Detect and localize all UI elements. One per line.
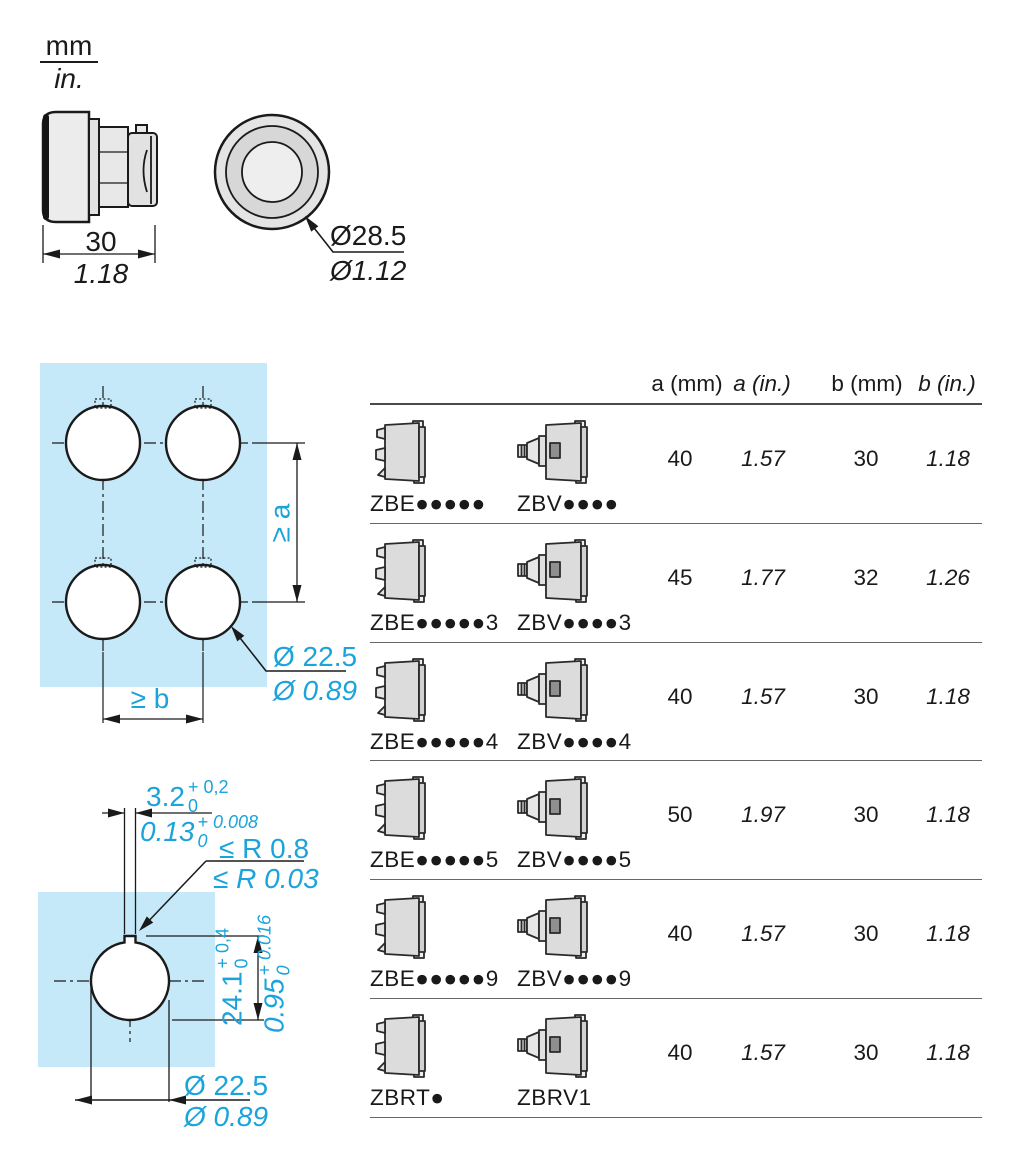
edge-radius-in: ≤ R 0.03: [213, 863, 319, 894]
head-side-view-drawing: [41, 110, 158, 263]
zbe-block-figure: [372, 419, 432, 485]
multi-hole-dia-in: Ø 0.89: [273, 675, 358, 706]
pitch-a-label: ≥ a: [264, 503, 296, 543]
head-front-view-drawing: [213, 113, 404, 253]
reference-right: ZBV●●●●4: [517, 728, 632, 754]
zbv-block-figure: [517, 775, 605, 841]
col-header-a-mm: a (mm): [651, 371, 723, 397]
value-b-in: 1.26: [926, 564, 970, 590]
head-dia-mm: Ø28.5: [330, 220, 407, 251]
value-b-in: 1.18: [926, 802, 970, 828]
value-b-mm: 30: [853, 683, 879, 709]
reference-right: ZBRV1: [517, 1085, 592, 1111]
dimension-table: a (mm) a (in.) b (mm) b (in.) ZBE●●●●● Z…: [370, 366, 982, 1118]
value-b-mm: 32: [853, 564, 879, 590]
zbv-block-figure: [517, 419, 605, 485]
zbe-block-figure: [372, 775, 432, 841]
zbe-block-figure: [372, 657, 432, 723]
reference-left: ZBE●●●●●4: [370, 728, 499, 754]
zbrv-block-figure: [517, 1013, 605, 1079]
multi-hole-panel-drawing: [40, 363, 346, 724]
head-width-mm: 30: [85, 226, 117, 257]
value-a-mm: 45: [667, 564, 693, 590]
reference-left: ZBE●●●●●9: [370, 966, 499, 992]
value-b-mm: 30: [853, 446, 879, 471]
reference-right: ZBV●●●●9: [517, 966, 632, 992]
units-legend: mm in.: [40, 31, 98, 94]
table-row: ZBE●●●●● ZBV●●●● 40 1.57 30 1.18: [370, 405, 982, 524]
value-a-in: 1.57: [741, 921, 785, 947]
value-a-mm: 40: [667, 1039, 693, 1065]
zbv-block-figure: [517, 657, 605, 723]
table-header-row: a (mm) a (in.) b (mm) b (in.): [370, 366, 982, 405]
value-b-mm: 30: [853, 921, 879, 947]
value-b-in: 1.18: [926, 683, 970, 709]
col-header-a-in: a (in.): [733, 371, 791, 397]
col-header-b-mm: b (mm): [831, 371, 903, 397]
value-a-in: 1.57: [741, 446, 785, 471]
value-b-mm: 30: [853, 802, 879, 828]
pitch-b-label: ≥ b: [130, 683, 170, 714]
reference-left: ZBRT●: [370, 1085, 445, 1111]
edge-radius-mm: ≤ R 0.8: [219, 833, 310, 864]
value-b-in: 1.18: [926, 1039, 970, 1065]
value-a-in: 1.57: [741, 683, 785, 709]
value-a-in: 1.77: [741, 564, 785, 590]
zbv-block-figure: [517, 894, 605, 960]
value-a-in: 1.97: [741, 802, 785, 828]
table-row: ZBE●●●●●5 ZBV●●●●5 50 1.97 30 1.18: [370, 761, 982, 881]
single-hole-dia-in: Ø 0.89: [184, 1101, 269, 1132]
units-in-label: in.: [54, 63, 84, 95]
table-row: ZBE●●●●●9 ZBV●●●●9 40 1.57 30 1.18: [370, 880, 982, 999]
table-row: ZBE●●●●●3 ZBV●●●●3 45 1.77 32 1.26: [370, 524, 982, 643]
value-a-mm: 40: [667, 921, 693, 947]
zbv-block-figure: [517, 538, 605, 604]
single-hole-panel-drawing: [38, 808, 304, 1105]
value-a-in: 1.57: [741, 1039, 785, 1065]
value-b-in: 1.18: [926, 446, 970, 471]
multi-hole-dia-mm: Ø 22.5: [273, 641, 358, 672]
zbr-block-figure: [372, 1013, 432, 1079]
reference-right: ZBV●●●●: [517, 491, 619, 517]
head-width-in: 1.18: [73, 258, 129, 289]
table-row: ZBRT● ZBRV1 40 1.57 30 1.18: [370, 999, 982, 1118]
units-mm-label: mm: [40, 31, 98, 64]
head-dia-in: Ø1.12: [330, 255, 407, 286]
table-row: ZBE●●●●●4 ZBV●●●●4 40 1.57 30 1.18: [370, 643, 982, 762]
reference-left: ZBE●●●●●5: [370, 847, 499, 873]
reference-right: ZBV●●●●5: [517, 847, 632, 873]
reference-left: ZBE●●●●●: [370, 491, 486, 517]
value-b-in: 1.18: [926, 921, 970, 947]
single-hole-dia-mm: Ø 22.5: [184, 1070, 269, 1101]
reference-left: ZBE●●●●●3: [370, 609, 499, 635]
value-a-mm: 50: [667, 802, 693, 828]
value-b-mm: 30: [853, 1039, 879, 1065]
col-header-b-in: b (in.): [918, 371, 976, 397]
reference-right: ZBV●●●●3: [517, 609, 632, 635]
zbe-block-figure: [372, 894, 432, 960]
value-a-mm: 40: [667, 683, 693, 709]
value-a-mm: 40: [667, 446, 693, 471]
zbe-block-figure: [372, 538, 432, 604]
